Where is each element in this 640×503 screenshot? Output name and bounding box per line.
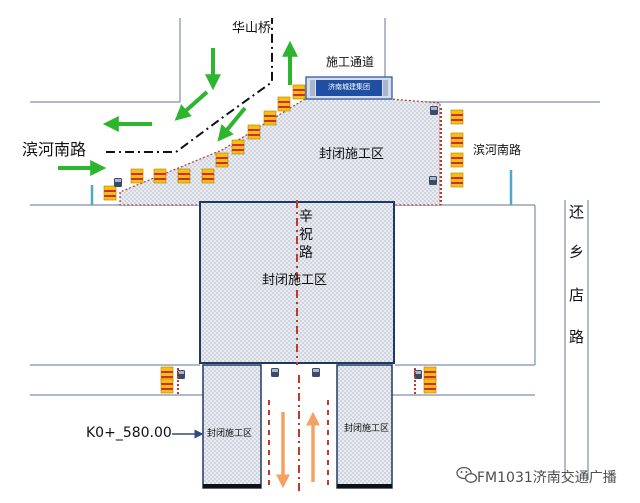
label-xinzhu-road-2: 祝 <box>299 227 313 243</box>
watermark-text: FM1031济南交通广播 <box>477 470 617 486</box>
barrier-strips <box>177 108 442 394</box>
closed-zone-center <box>199 201 395 364</box>
closed-zone-lower-left <box>202 364 262 489</box>
label-station: K0+_580.00 <box>86 425 172 441</box>
label-huashan-bridge: 华山桥 <box>232 21 272 36</box>
label-xinzhu-road-3: 路 <box>299 245 313 261</box>
red-centerline <box>296 200 300 492</box>
orange-arrows <box>276 411 320 489</box>
label-construction-passage: 施工通道 <box>326 55 375 69</box>
passage-sign-text: 济南城建集团 <box>328 83 370 91</box>
label-huanxiangdian-road-3: 店 <box>569 286 585 304</box>
label-huanxiangdian-road-4: 路 <box>569 328 585 346</box>
label-closed-zone-lower-left: 封闭施工区 <box>207 429 253 439</box>
label-xinzhu-road-1: 辛 <box>299 209 313 225</box>
label-closed-zone-center: 封闭施工区 <box>262 273 328 288</box>
label-huanxiangdian-road-1: 还 <box>569 203 585 221</box>
passage-sign <box>305 76 393 100</box>
label-closed-zone-upper: 封闭施工区 <box>319 147 385 162</box>
watermark: FM1031济南交通广播 <box>455 463 635 487</box>
label-binhe-road-west: 滨河南路 <box>22 140 87 159</box>
label-huanxiangdian-road-2: 乡 <box>569 243 585 261</box>
detour-line <box>106 18 273 153</box>
label-binhe-road-east: 滨河南路 <box>473 143 522 157</box>
label-closed-zone-lower-right: 封闭施工区 <box>344 424 390 434</box>
lane-dashes <box>268 400 329 490</box>
blue-posts <box>90 170 513 205</box>
green-arrows <box>58 40 298 176</box>
wechat-icon <box>456 466 478 483</box>
